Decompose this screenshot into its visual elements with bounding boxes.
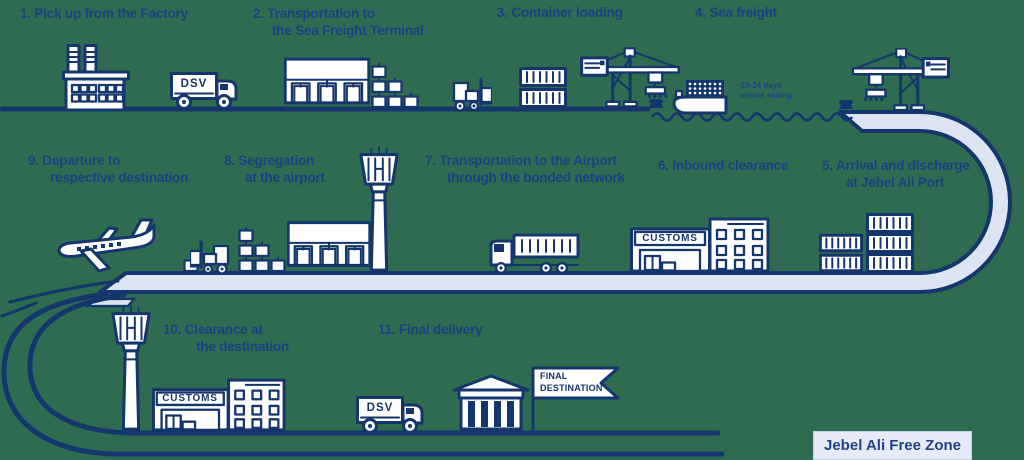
container-icon [519, 88, 567, 108]
port-crane-icon [851, 48, 950, 112]
dsv-truck-logo: DSV [366, 402, 394, 414]
jebel-ali-free-zone-badge: Jebel Ali Free Zone [813, 431, 972, 460]
left-uturn-inner [30, 295, 718, 433]
container-icon [866, 253, 914, 273]
control-tower-icon [111, 304, 151, 431]
factory-icon [62, 44, 130, 112]
step-9-label: 9. Departure to respective destination [28, 153, 189, 185]
step-6-label: 6. Inbound clearance [658, 158, 789, 173]
sea-wave-line [652, 114, 852, 121]
temple-building-icon [452, 374, 530, 431]
step-7-label: 7. Transportation to the Airport through… [425, 153, 625, 185]
box-stack-icon [240, 228, 285, 271]
bollard-icon [649, 99, 663, 108]
step-2-label: 2. Transportation to the Sea Freight Ter… [253, 6, 424, 38]
final-destination-flag-icon [533, 368, 618, 433]
cargo-ship-icon [672, 78, 728, 115]
step-4-label: 4. Sea freight [695, 5, 777, 20]
container-icon [819, 233, 863, 253]
container-icon [519, 67, 567, 87]
airplane-icon [2, 220, 154, 316]
customs-sign: CUSTOMS [162, 393, 218, 404]
customs-sign: CUSTOMS [642, 233, 698, 244]
container-icon [866, 213, 914, 233]
step-3-label: 3. Container loading [497, 5, 623, 20]
container-icon [819, 253, 863, 273]
step-8-label: 8. Segregation at the airport [224, 153, 325, 185]
sea-freight-terminal-icon [284, 57, 370, 105]
dsv-truck-logo: DSV [180, 78, 208, 90]
box-stack-icon [373, 64, 418, 107]
airport-terminal-icon [287, 221, 371, 267]
vessel-sailing-note: ~10-14 days vessel sailing [736, 81, 793, 100]
final-destination-flag-text: FINAL DESTINATION [540, 371, 603, 393]
gantry-crane-icon [580, 46, 681, 108]
customs-building-icon [630, 217, 770, 273]
step-11-label: 11. Final delivery [378, 322, 483, 337]
step-10-label: 10. Clearance at the destination [163, 322, 290, 354]
customs-building-icon [152, 378, 286, 432]
step-1-label: 1. Pick up from the Factory [20, 6, 188, 21]
bollard-icon [839, 100, 853, 109]
container-icon [866, 233, 914, 253]
container-truck-icon [489, 233, 580, 275]
route-ribbon [2, 109, 1010, 454]
forklift-icon [452, 77, 492, 111]
left-uturn-outer [4, 294, 722, 454]
step-5-label: 5. Arrival and discharge at Jebel Ali Po… [822, 158, 970, 190]
